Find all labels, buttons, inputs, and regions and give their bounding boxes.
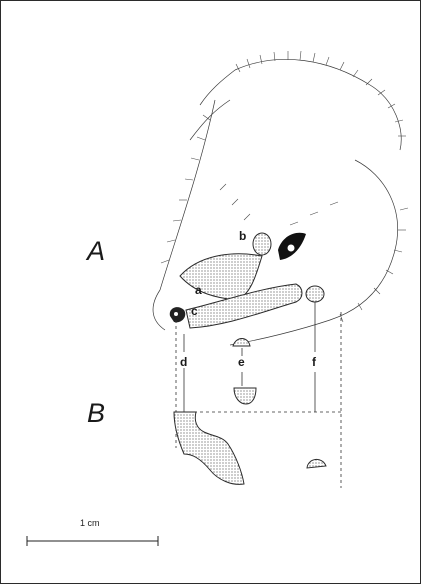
label-f: f: [312, 356, 316, 368]
region-f-section: [307, 459, 326, 468]
eye: [278, 233, 306, 260]
label-b: b: [239, 230, 246, 242]
region-e-top: [233, 339, 250, 347]
region-d-section: [174, 412, 244, 484]
panel-label-b: B: [87, 398, 105, 429]
label-a: a: [195, 284, 202, 296]
label-d: d: [180, 356, 187, 368]
scale-bar-label: 1 cm: [80, 518, 100, 528]
nose: [170, 307, 186, 322]
region-e-section: [234, 388, 256, 404]
label-e: e: [238, 356, 245, 368]
region-f: [306, 286, 324, 302]
label-c: c: [191, 305, 198, 317]
region-b: [253, 233, 271, 255]
scale-bar: [27, 536, 158, 546]
panel-label-a: A: [87, 236, 105, 267]
